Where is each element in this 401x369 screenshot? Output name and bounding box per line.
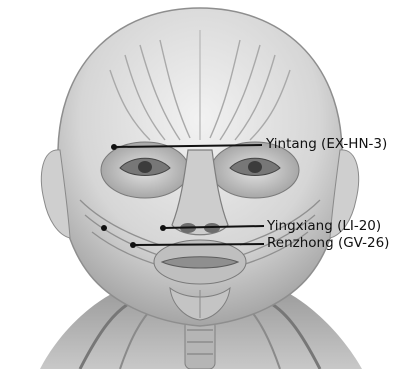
renzhong-leader-line [133, 244, 264, 245]
renzhong-label: Renzhong (GV-26) [267, 235, 389, 251]
mouth [154, 240, 246, 284]
yintang-label: Yintang (EX-HN-3) [266, 136, 387, 152]
yingxiang-label: Yingxiang (LI-20) [267, 218, 381, 234]
yingxiang-point-dot-left [101, 225, 107, 231]
